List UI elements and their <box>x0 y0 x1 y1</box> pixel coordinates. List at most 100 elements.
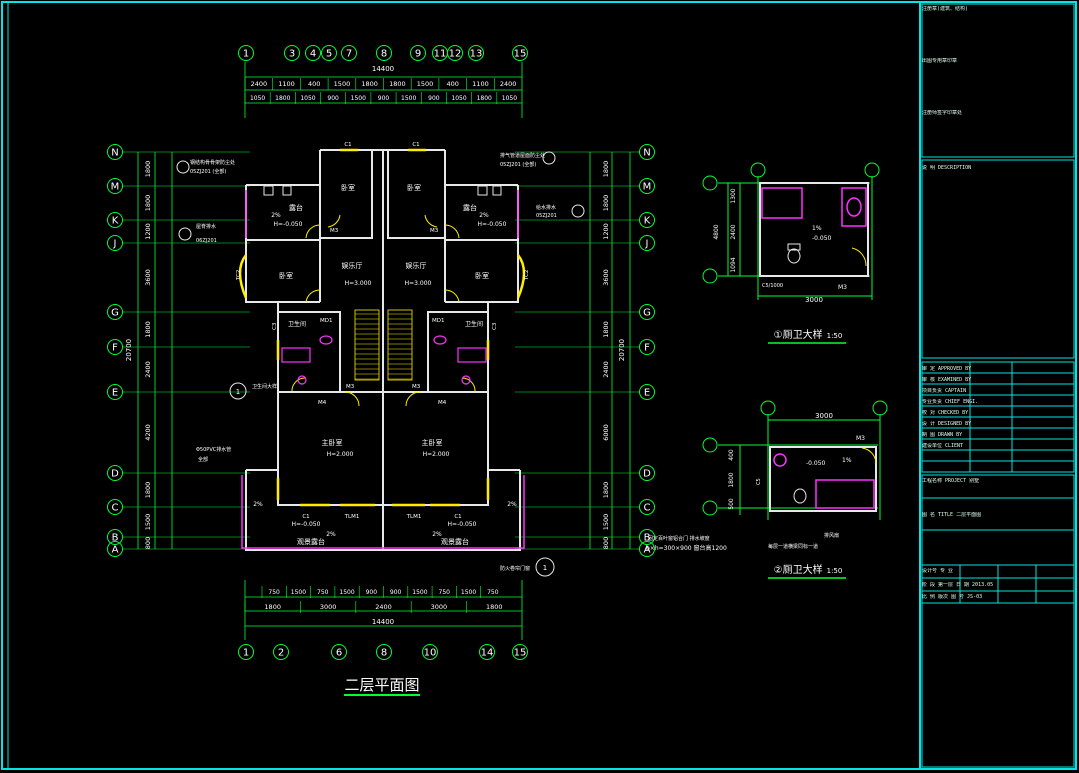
dim-text: 900 <box>366 589 378 596</box>
title-block-row: 审 核 EXAMINED BY <box>922 377 972 383</box>
title-block-row: 设 计 DESIGNED BY <box>922 421 972 427</box>
svg-text:2%: 2% <box>479 212 489 219</box>
svg-text:观景露台: 观景露台 <box>297 537 325 546</box>
dim-text: 900 <box>390 589 402 596</box>
right-axis-label: A <box>644 545 651 556</box>
left-axis-bubble <box>107 212 123 228</box>
dim-text: 1500 <box>412 589 427 596</box>
detail2-dim-v1: 400 <box>728 449 735 461</box>
top-axis-label: 8 <box>381 49 387 60</box>
title-block-row: 工程名称 PROJECT 别墅 <box>922 478 980 484</box>
dim-text: 750 <box>317 589 329 596</box>
svg-text:排气管道屋面防尘处: 排气管道屋面防尘处 <box>500 152 545 159</box>
left-total-dim: 20700 <box>125 339 133 361</box>
svg-text:MD1: MD1 <box>432 318 444 324</box>
title-block-row: 设计号 专 业 <box>922 568 954 574</box>
detail1-pct: 1% <box>812 225 822 232</box>
svg-text:H=-0.050: H=-0.050 <box>478 221 507 228</box>
detail1-dim-v2: 2400 <box>730 224 737 239</box>
left-axis-bubble <box>107 529 123 545</box>
bottom-axis-label: 15 <box>514 648 527 659</box>
bottom-axis-label: 8 <box>381 648 387 659</box>
dim-text: 3600 <box>602 269 610 286</box>
dim-text: 1800 <box>486 603 503 611</box>
detail1-h: -0.050 <box>812 235 832 242</box>
right-axis-label: F <box>644 343 650 354</box>
detail1-fixtures <box>761 187 867 227</box>
dim-text: 4200 <box>144 424 152 441</box>
dim-text: 1500 <box>602 514 610 531</box>
left-axis-bubble <box>107 339 123 355</box>
dim-text: 1800 <box>144 482 152 499</box>
dim-text: 400 <box>308 80 320 88</box>
left-axis-bubble <box>107 144 123 160</box>
top-axis-label: 1 <box>243 49 249 60</box>
svg-text:TC2: TC2 <box>236 270 242 281</box>
svg-text:H=-0.050: H=-0.050 <box>448 521 477 528</box>
svg-text:露台: 露台 <box>289 203 303 212</box>
svg-text:娱乐厅: 娱乐厅 <box>342 261 363 270</box>
right-axis-label: J <box>645 239 649 250</box>
dim-text: 1800 <box>275 95 290 102</box>
right-axis-bubble <box>639 529 655 545</box>
dim-text: 1800 <box>144 195 152 212</box>
svg-text:C3: C3 <box>492 322 498 330</box>
svg-text:露台: 露台 <box>463 203 477 212</box>
svg-text:C1: C1 <box>344 142 351 148</box>
dim-text: 1100 <box>472 80 489 88</box>
left-axis-label: J <box>113 239 117 250</box>
title-block-row: 建设单位 CLIENT <box>922 443 964 449</box>
detail2-walls <box>769 446 877 512</box>
svg-text:M4: M4 <box>438 400 447 406</box>
note-bubble-text: 1 1 <box>236 388 547 572</box>
svg-text:C3: C3 <box>272 322 278 330</box>
top-axis-bubble <box>238 45 254 61</box>
dim-text: 2400 <box>375 603 392 611</box>
svg-text:M3: M3 <box>430 228 439 234</box>
left-axis-label: F <box>112 343 118 354</box>
title-block-row: 制 图 DRAWN BY <box>922 432 963 438</box>
dim-text: 750 <box>487 589 499 596</box>
left-axis-bubble <box>107 178 123 194</box>
detail2-wc <box>793 447 877 504</box>
right-axis-label: G <box>643 308 651 319</box>
svg-text:卫生间: 卫生间 <box>465 320 483 328</box>
dim-text: 900 <box>428 95 440 102</box>
top-axis-bubble <box>376 45 392 61</box>
dim-text: 1800 <box>264 603 281 611</box>
dim-text: 1800 <box>144 161 152 178</box>
dim-text: 1500 <box>144 514 152 531</box>
left-axis-bubble <box>107 499 123 515</box>
svg-text:卧室: 卧室 <box>475 271 489 280</box>
room-labels: 卧室 卧室 露台 露台 H=-0.050 H=-0.050 2% 2% 卧室 卧… <box>253 183 517 546</box>
bottom-axis-bubble <box>273 644 289 660</box>
dim-text: 400 <box>447 80 459 88</box>
detail2-pct: 1% <box>842 457 852 464</box>
top-axis-bubble <box>305 45 321 61</box>
right-axis-bubble <box>639 304 655 320</box>
svg-text:C1: C1 <box>302 514 309 520</box>
dim-text: 3000 <box>320 603 337 611</box>
right-axis-label: B <box>644 533 651 544</box>
top-axis-bubble <box>468 45 484 61</box>
top-axis-bubble <box>341 45 357 61</box>
bottom-total-dim: 14400 <box>372 618 394 626</box>
top-axis-bubble <box>284 45 300 61</box>
svg-text:H=3.000: H=3.000 <box>405 280 432 287</box>
plan-windows <box>238 148 526 507</box>
dim-text: 750 <box>268 589 280 596</box>
detail1-walls <box>759 182 869 277</box>
svg-text:2%: 2% <box>253 501 263 508</box>
svg-text:给水排水: 给水排水 <box>536 204 556 211</box>
detail1-dim-w: 3000 <box>805 296 823 304</box>
svg-text:钢结构骨骨架防尘处: 钢结构骨骨架防尘处 <box>190 159 235 166</box>
svg-text:M3: M3 <box>412 384 421 390</box>
svg-text:C1: C1 <box>412 142 419 148</box>
